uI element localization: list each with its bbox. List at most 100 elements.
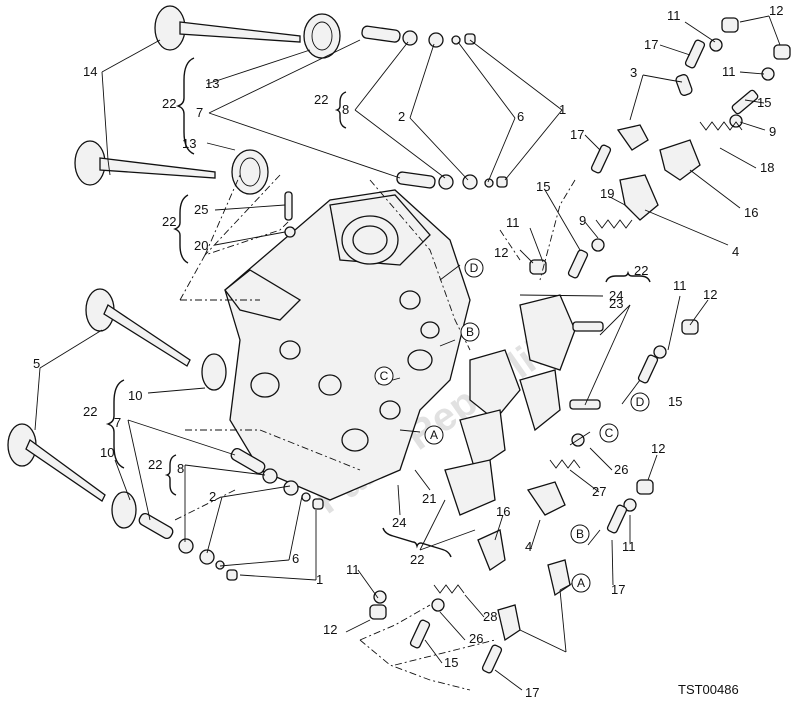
part-label: 22	[410, 552, 424, 567]
circled-ref: B	[460, 322, 480, 342]
valve-seat-top	[303, 13, 341, 59]
part-label: 17	[570, 127, 584, 142]
part-label: 9	[769, 124, 776, 139]
part-label: 12	[323, 622, 337, 637]
part-label: 15	[757, 95, 771, 110]
part-label: 18	[760, 160, 774, 175]
part-label: 24	[392, 515, 406, 530]
part-label: 8	[177, 461, 184, 476]
part-label: 1	[316, 572, 323, 587]
intake-valve-2	[7, 423, 106, 502]
part-label: 22	[83, 404, 97, 419]
part-label: 17	[644, 37, 658, 52]
part-label: 11	[622, 539, 636, 554]
part-label: 26	[469, 631, 483, 646]
part-label: 3	[630, 65, 637, 80]
part-label: 14	[83, 64, 97, 79]
rocker-arm-lower	[477, 481, 571, 642]
circled-ref: A	[424, 425, 444, 445]
part-label: 7	[114, 415, 121, 430]
part-label: 28	[483, 609, 497, 624]
part-label: 22	[314, 92, 328, 107]
pins	[284, 39, 759, 674]
circled-ref-letter: C	[605, 426, 614, 440]
part-label: 22	[634, 263, 648, 278]
part-label: 17	[611, 582, 625, 597]
circled-ref-letter: C	[380, 369, 389, 383]
part-label: 8	[342, 102, 349, 117]
part-label: 2	[209, 489, 216, 504]
part-label: 26	[614, 462, 628, 477]
circled-ref: C	[374, 366, 394, 386]
circled-ref: B	[570, 524, 590, 544]
part-label: 11	[673, 278, 687, 293]
part-label: 16	[744, 205, 758, 220]
circled-ref-letter: B	[576, 527, 584, 541]
valve-guide-mid	[396, 171, 508, 190]
valve-seat-3	[201, 353, 227, 391]
circled-ref-letter: D	[470, 261, 479, 275]
valve-seat-2	[231, 149, 269, 195]
part-label: 12	[651, 441, 665, 456]
part-label: 19	[600, 186, 614, 201]
part-label: 13	[205, 76, 219, 91]
part-label: 12	[769, 3, 783, 18]
part-label: 13	[182, 136, 196, 151]
part-label: 11	[506, 215, 520, 230]
part-label: 12	[494, 245, 508, 260]
part-label: 16	[496, 504, 510, 519]
part-label: 15	[536, 179, 550, 194]
valve-seat-4	[111, 491, 137, 529]
part-label: 11	[346, 562, 360, 577]
cylinder-head	[224, 189, 471, 501]
circled-ref-letter: D	[636, 395, 645, 409]
part-label: 25	[194, 202, 208, 217]
part-label: 20	[194, 238, 208, 253]
part-label: 15	[444, 655, 458, 670]
circled-ref: D	[630, 392, 650, 412]
part-label: 17	[525, 685, 539, 700]
part-label: 6	[292, 551, 299, 566]
circled-ref: C	[599, 423, 619, 443]
circled-references: D B C A D C B A	[374, 258, 650, 593]
part-label: 10	[128, 388, 142, 403]
part-label: 15	[668, 394, 682, 409]
part-label: 9	[579, 213, 586, 228]
braces	[105, 57, 651, 558]
part-label: 22	[162, 96, 176, 111]
rocker-arm-top-right	[616, 74, 701, 181]
circled-ref: D	[464, 258, 484, 278]
rocker-support-center	[444, 294, 576, 516]
part-label: 27	[592, 484, 606, 499]
part-label: 24	[609, 288, 623, 303]
valve-guide-bottom-a	[230, 447, 324, 510]
part-label: 7	[196, 105, 203, 120]
part-label: 2	[398, 109, 405, 124]
rocker-arm-mid-right	[619, 174, 659, 221]
part-label: 11	[667, 8, 681, 23]
circled-ref: A	[571, 573, 591, 593]
part-label: 11	[722, 64, 736, 79]
valve-guide-top	[361, 25, 476, 48]
part-label: 22	[148, 457, 162, 472]
leader-lines	[34, 15, 781, 691]
intake-valve-1	[85, 288, 191, 367]
valve-guide-bottom-b	[138, 512, 238, 581]
part-label: 4	[525, 539, 532, 554]
part-label: 5	[33, 356, 40, 371]
diagram-code: TST00486	[678, 682, 739, 697]
part-label: 22	[162, 214, 176, 229]
part-label: 1	[559, 102, 566, 117]
exhaust-valve-top	[154, 5, 301, 51]
part-label: 23	[609, 296, 623, 311]
circled-ref-letter: B	[466, 325, 474, 339]
circled-ref-letter: A	[430, 428, 438, 442]
part-label: 21	[422, 491, 436, 506]
part-label: 6	[517, 109, 524, 124]
springs	[433, 121, 743, 594]
part-label: 12	[703, 287, 717, 302]
part-label: 4	[732, 244, 739, 259]
circled-ref-letter: A	[577, 576, 585, 590]
